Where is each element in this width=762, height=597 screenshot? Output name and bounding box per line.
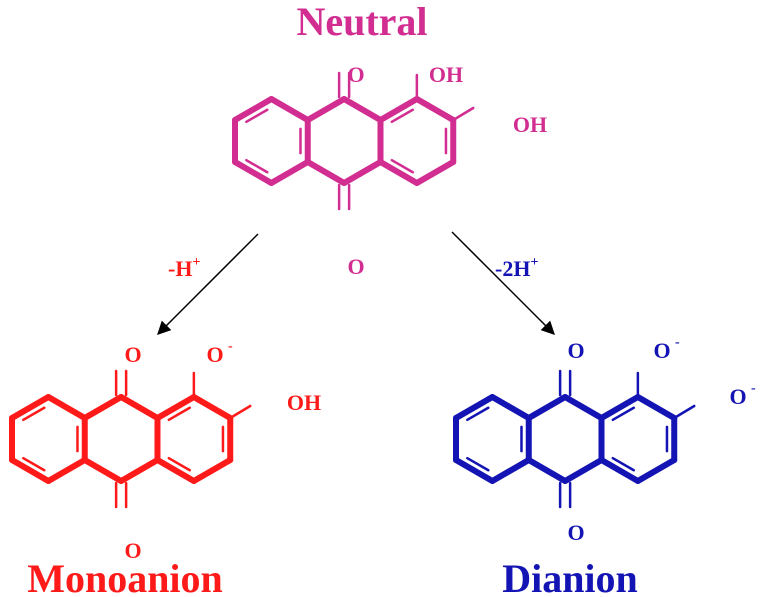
step-left-charge: + bbox=[192, 255, 200, 270]
ring-bond bbox=[453, 394, 496, 421]
dianion-oxide-2: O bbox=[729, 384, 746, 409]
ring-bond bbox=[268, 159, 311, 186]
neutral-carbonyl-bottom: O bbox=[347, 254, 364, 279]
ring-double-bond bbox=[22, 456, 46, 472]
ring-bond bbox=[268, 96, 311, 123]
dianion-skeleton bbox=[453, 369, 696, 509]
ring-bond bbox=[341, 159, 384, 186]
ring-bond bbox=[304, 159, 348, 186]
neutral-molecule: Neutral O O OH OH bbox=[232, 0, 547, 279]
ring-bond bbox=[562, 457, 605, 484]
monoanion-carbonyl-bottom: O bbox=[124, 538, 141, 563]
ring-bond bbox=[413, 96, 457, 123]
ring-bond bbox=[304, 96, 348, 123]
ring-double-bond bbox=[245, 108, 269, 124]
substituent-bond bbox=[228, 404, 252, 420]
ring-bond bbox=[232, 159, 275, 186]
ring-bond bbox=[598, 394, 641, 421]
ring-bond bbox=[45, 394, 88, 421]
step-right-charge: + bbox=[530, 255, 538, 270]
dianion-carbonyl-bottom: O bbox=[567, 520, 584, 545]
ring-double-bond bbox=[611, 406, 636, 422]
ring-bond bbox=[377, 96, 420, 123]
ring-double-bond bbox=[390, 158, 415, 174]
ring-bond bbox=[562, 394, 605, 421]
ring-bond bbox=[190, 394, 234, 421]
ring-bond bbox=[525, 457, 569, 484]
monoanion-molecule: O O O - OH bbox=[9, 339, 321, 563]
step-label-left: -H+ bbox=[168, 255, 200, 281]
ring-double-bond bbox=[466, 456, 490, 472]
step-label-right: -2H+ bbox=[495, 255, 538, 281]
neutral-hydroxyl-2: OH bbox=[513, 112, 547, 137]
step-left-text: -H bbox=[168, 256, 192, 281]
ring-bond bbox=[377, 159, 420, 186]
ring-bond bbox=[118, 394, 161, 421]
dianion-title: Dianion bbox=[502, 556, 638, 597]
monoanion-oxide-1: O bbox=[206, 342, 223, 367]
ring-bond bbox=[489, 394, 532, 421]
ring-bond bbox=[9, 394, 52, 421]
ring-double-bond bbox=[167, 406, 192, 422]
ring-bond bbox=[154, 457, 197, 484]
monoanion-hydroxyl-2: OH bbox=[287, 390, 321, 415]
substituent-bond bbox=[672, 404, 696, 420]
dianion-molecule: O O O - O - bbox=[453, 335, 756, 545]
monoanion-title: Monoanion bbox=[27, 556, 223, 597]
arrow-to-monoanion bbox=[157, 233, 259, 335]
ring-bond bbox=[190, 457, 234, 484]
neutral-title: Neutral bbox=[296, 0, 427, 44]
neutral-skeleton bbox=[232, 71, 475, 211]
neutral-carbonyl-top: O bbox=[347, 62, 364, 87]
ring-double-bond bbox=[245, 158, 269, 174]
ring-double-bond bbox=[22, 406, 46, 422]
dianion-oxide-2-charge: - bbox=[751, 381, 756, 396]
ring-bond bbox=[453, 457, 496, 484]
ring-bond bbox=[413, 159, 457, 186]
ring-bond bbox=[634, 394, 678, 421]
ring-double-bond bbox=[466, 406, 490, 422]
ring-bond bbox=[232, 96, 275, 123]
dianion-oxide-1-charge: - bbox=[675, 335, 680, 350]
ring-double-bond bbox=[390, 108, 415, 124]
ring-bond bbox=[81, 457, 125, 484]
dianion-carbonyl-top: O bbox=[567, 338, 584, 363]
ring-bond bbox=[9, 457, 52, 484]
monoanion-carbonyl-top: O bbox=[124, 342, 141, 367]
ring-bond bbox=[45, 457, 88, 484]
monoanion-oxide-1-charge: - bbox=[228, 339, 233, 354]
arrow-to-dianion bbox=[451, 231, 555, 335]
ring-bond bbox=[154, 394, 197, 421]
ring-bond bbox=[118, 457, 161, 484]
ring-bond bbox=[634, 457, 678, 484]
substituent-bond bbox=[451, 106, 475, 122]
ring-double-bond bbox=[611, 456, 636, 472]
dianion-oxide-1: O bbox=[653, 338, 670, 363]
step-right-text: -2H bbox=[495, 256, 530, 281]
ring-bond bbox=[525, 394, 569, 421]
ring-bond bbox=[341, 96, 384, 123]
neutral-hydroxyl-1: OH bbox=[429, 62, 463, 87]
ring-double-bond bbox=[167, 456, 192, 472]
ring-bond bbox=[81, 394, 125, 421]
ring-bond bbox=[489, 457, 532, 484]
ring-bond bbox=[598, 457, 641, 484]
monoanion-skeleton bbox=[9, 369, 252, 509]
